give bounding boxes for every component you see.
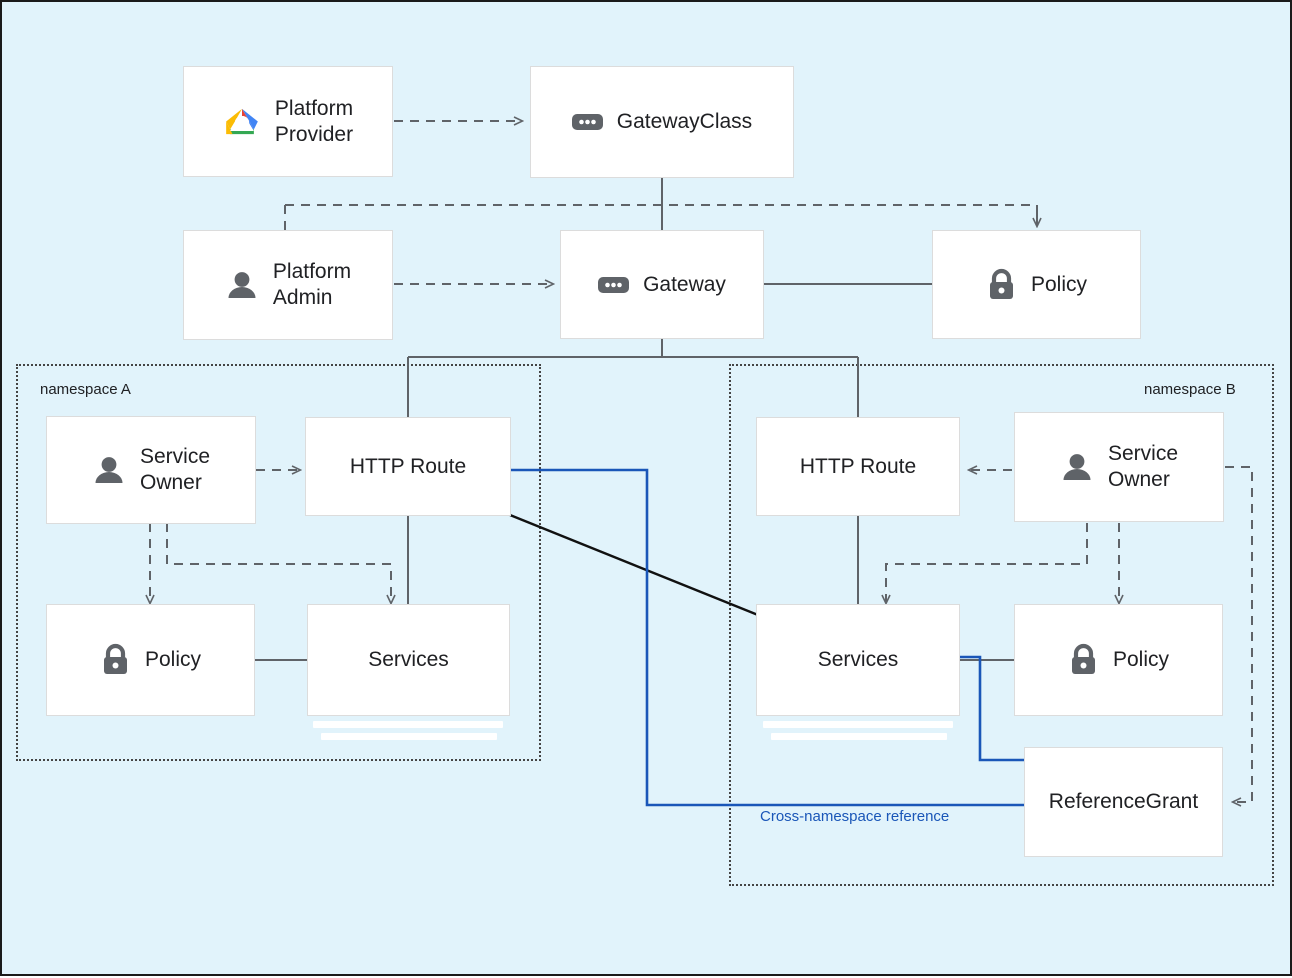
node-label: ReferenceGrant <box>1048 790 1199 814</box>
lock-icon <box>103 643 127 674</box>
node-service-owner-b[interactable]: Service Owner <box>1014 412 1224 522</box>
node-gateway[interactable]: Gateway <box>560 230 764 339</box>
node-label: Platform Provider <box>274 96 354 146</box>
gateway-chip-icon <box>571 114 603 130</box>
node-gateway-class[interactable]: GatewayClass <box>530 66 794 178</box>
cross-namespace-reference-label: Cross-namespace reference <box>760 808 950 825</box>
node-label: Gateway <box>643 272 726 296</box>
node-label: HTTP Route <box>349 454 467 478</box>
lock-icon <box>989 268 1013 299</box>
node-platform-provider[interactable]: Platform Provider <box>183 66 393 177</box>
node-service-owner-a[interactable]: Service Owner <box>46 416 256 524</box>
node-label: Services <box>817 648 899 672</box>
lock-icon <box>1071 643 1095 674</box>
node-http-route-b[interactable]: HTTP Route <box>756 417 960 516</box>
node-reference-grant[interactable]: ReferenceGrant <box>1024 747 1223 857</box>
services-b-stack-bar-1 <box>763 721 953 728</box>
node-label: Policy <box>1030 272 1088 296</box>
node-label: Platform Admin <box>272 260 352 309</box>
node-label: Policy <box>144 648 202 672</box>
node-platform-admin[interactable]: Platform Admin <box>183 230 393 340</box>
person-icon <box>228 272 256 298</box>
person-icon <box>95 457 123 483</box>
node-policy-b[interactable]: Policy <box>1014 604 1223 716</box>
node-label: GatewayClass <box>616 110 753 134</box>
node-policy-a[interactable]: Policy <box>46 604 255 716</box>
node-label: Service Owner <box>139 445 211 494</box>
node-label: Service Owner <box>1107 442 1179 491</box>
person-icon <box>1063 454 1091 480</box>
gateway-chip-icon <box>598 276 630 293</box>
services-a-stack-bar-1 <box>313 721 503 728</box>
services-b-stack-bar-2 <box>771 733 947 740</box>
edge-httproute-a-to-services-b <box>509 513 759 617</box>
node-label: HTTP Route <box>799 454 917 478</box>
node-services-b[interactable]: Services <box>756 604 960 716</box>
node-services-a[interactable]: Services <box>307 604 510 716</box>
namespace-b-label: namespace B <box>1144 381 1236 398</box>
node-label: Services <box>368 648 449 672</box>
node-policy-gatewayclass[interactable]: Policy <box>932 230 1141 339</box>
google-cloud-icon <box>226 108 258 135</box>
namespace-a-label: namespace A <box>40 381 131 398</box>
node-label: Policy <box>1112 648 1170 672</box>
node-http-route-a[interactable]: HTTP Route <box>305 417 511 516</box>
services-a-stack-bar-2 <box>321 733 497 740</box>
